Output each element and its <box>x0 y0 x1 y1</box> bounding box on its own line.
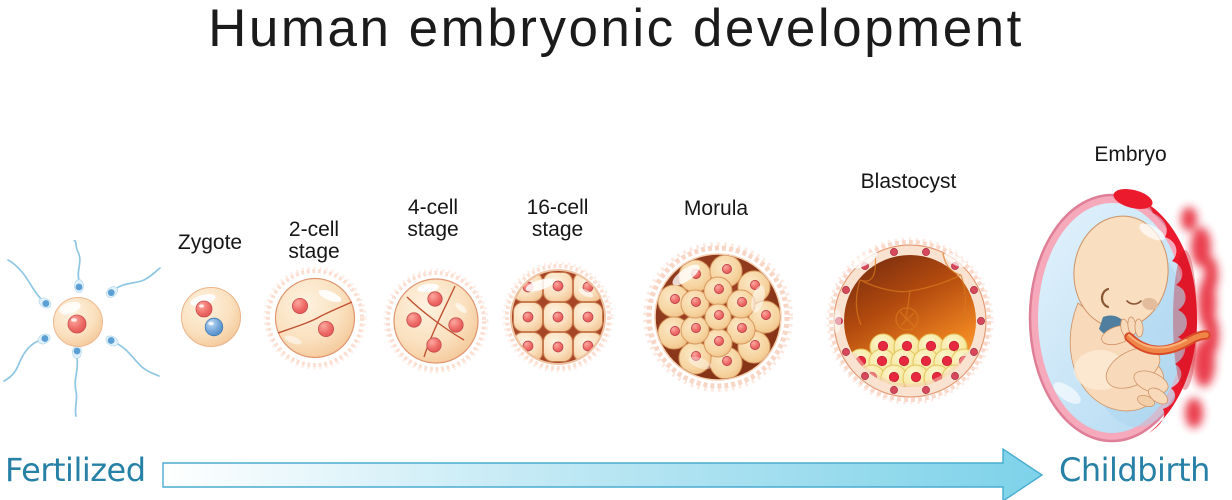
stage-label-embryo: Embryo <box>1094 143 1167 166</box>
fetus-eye <box>1126 300 1142 305</box>
four-cell-illustration <box>383 268 489 374</box>
zona-pellucida <box>646 245 790 389</box>
stage-label-two-cell: 2-cell stage <box>288 218 340 263</box>
zona-pellucida <box>505 264 611 370</box>
zona-pellucida <box>263 266 367 370</box>
zona-pellucida <box>826 237 994 405</box>
cell-highlight <box>455 302 467 314</box>
cleavage-line <box>423 285 456 358</box>
membrane-overlay <box>850 352 970 387</box>
zona-pellucida <box>266 269 364 367</box>
nucleus <box>427 291 443 307</box>
nucleus <box>291 298 308 315</box>
trophoblast-nuclei <box>835 248 985 394</box>
placenta <box>1145 202 1198 433</box>
fetus <box>1069 215 1169 412</box>
zona-pellucida <box>502 261 614 373</box>
blastocyst-illustration <box>826 237 994 405</box>
fetus-hands <box>1120 316 1144 338</box>
zona-pellucida <box>643 242 793 392</box>
cell-highlight <box>672 264 700 286</box>
blastomeres <box>513 272 603 362</box>
stage-label-morula: Morula <box>683 197 749 220</box>
stage-label-zygote: Zygote <box>177 231 243 254</box>
placenta-shading <box>1173 250 1197 390</box>
cell-highlight <box>944 252 966 268</box>
arrow-shape <box>162 447 1044 500</box>
nucleus-highlight <box>208 321 214 326</box>
placenta-top <box>1113 189 1153 209</box>
egg-nucleus <box>67 314 87 334</box>
cell-highlight <box>525 278 555 292</box>
fetus-foot <box>1137 395 1155 407</box>
fetus-ear <box>1100 287 1110 309</box>
cell-highlight <box>688 356 712 370</box>
timeline-end-label: Childbirth <box>1059 451 1210 489</box>
embryo-cell <box>274 277 356 359</box>
page-title: Human embryonic development <box>208 0 1024 58</box>
sixteen-cell-illustration <box>502 261 614 373</box>
timeline-arrow <box>162 447 1044 500</box>
pronucleus-red <box>195 300 213 318</box>
egg-highlight <box>59 301 81 315</box>
blastomeres <box>657 255 780 379</box>
cell-highlight <box>284 335 302 345</box>
cell-highlight <box>751 285 765 313</box>
timeline-start-label: Fertilized <box>5 451 146 489</box>
zona-pellucida <box>829 240 991 402</box>
cleavage-line <box>277 301 353 334</box>
cell-highlight <box>578 288 594 298</box>
pronucleus-blue <box>204 317 224 337</box>
nucleus <box>406 312 422 328</box>
cell-highlight <box>318 289 342 303</box>
nucleus <box>318 321 335 338</box>
stage-label-blastocyst: Blastocyst <box>860 170 957 193</box>
two-cell-illustration <box>263 266 367 370</box>
fetus-leg <box>1133 370 1169 394</box>
cavity-cell-outlines <box>855 252 967 331</box>
zona-pellucida <box>386 271 486 371</box>
sac-highlight <box>1053 382 1081 404</box>
nucleus-highlight <box>71 318 77 322</box>
cell-highlight <box>833 309 841 333</box>
nucleus-highlight <box>198 304 205 308</box>
cell-highlight <box>417 283 439 293</box>
stage-label-four-cell: 4-cell stage <box>407 196 459 241</box>
fetus-nose-shading <box>1142 297 1158 311</box>
sac-highlight <box>1139 223 1165 241</box>
fetus-foot <box>1147 387 1169 405</box>
cell-highlight <box>852 251 878 269</box>
placenta-frills <box>1181 207 1219 428</box>
nucleus <box>448 317 464 333</box>
umbilical-cord <box>1124 330 1211 356</box>
embryo-illustration <box>1028 189 1219 443</box>
stage-label-sixteen-cell: 16-cell stage <box>526 196 589 241</box>
sperm-heads <box>37 279 119 359</box>
cleavage-line <box>406 296 465 341</box>
zona-pellucida <box>383 268 489 374</box>
sperm-tails <box>3 240 161 417</box>
zygote-illustration <box>181 287 241 347</box>
nucleus <box>426 337 442 353</box>
fertilized-egg-illustration <box>3 240 161 417</box>
morula-illustration <box>643 242 793 392</box>
